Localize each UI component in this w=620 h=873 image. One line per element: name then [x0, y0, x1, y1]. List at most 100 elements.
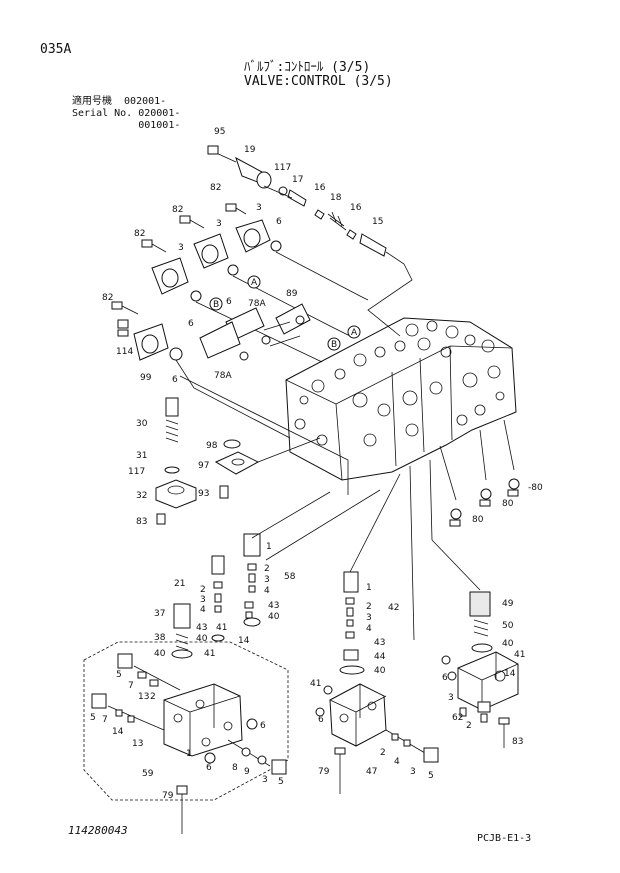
callout-38: 38	[154, 633, 166, 643]
callout-5: 5	[90, 713, 96, 723]
callout-4: 4	[394, 757, 400, 767]
callout-3: 3	[200, 595, 206, 605]
section-59-assembly	[83, 641, 289, 834]
callout-6: 6	[442, 673, 448, 683]
callout-6: 6	[276, 217, 282, 227]
callout-32: 32	[136, 491, 147, 501]
marker-a: A	[351, 328, 358, 338]
callout-41: 41	[204, 649, 215, 659]
callout-42: 42	[388, 603, 399, 613]
callout-83: 83	[512, 737, 523, 747]
callout-2: 2	[150, 692, 156, 702]
callout-99: 99	[140, 373, 152, 383]
callout-79: 79	[318, 767, 330, 777]
callout-41: 41	[216, 623, 227, 633]
callout-1: 1	[266, 542, 272, 552]
callout-44: 44	[374, 652, 386, 662]
callout-17: 17	[292, 175, 303, 185]
page-code: 035A	[40, 42, 72, 57]
callout-37: 37	[154, 609, 165, 619]
callout-95: 95	[214, 127, 225, 137]
callout-6: 6	[318, 715, 324, 725]
callout-13: 13	[132, 739, 143, 749]
section-62-assembly	[441, 651, 519, 748]
callout-47: 47	[366, 767, 377, 777]
spool-columns	[171, 459, 493, 675]
callout-3: 3	[448, 693, 454, 703]
callout-9: 9	[244, 767, 250, 777]
callout-21: 21	[174, 579, 185, 589]
right-port-plugs	[439, 419, 520, 527]
callout-1: 1	[366, 583, 372, 593]
drawing-number: 114280043	[68, 824, 128, 837]
callout-50: 50	[502, 621, 514, 631]
callout-4: 4	[264, 586, 270, 596]
callout-62: 62	[452, 713, 463, 723]
callout-4: 4	[366, 624, 372, 634]
callout-14: 14	[504, 669, 516, 679]
callout-78a: 78A	[214, 371, 232, 381]
callout-31: 31	[136, 451, 147, 461]
callout-5: 5	[116, 670, 122, 680]
callout-3: 3	[264, 575, 270, 585]
callout-2: 2	[264, 564, 270, 574]
callout-14: 14	[238, 636, 250, 646]
callout-80: -80	[528, 483, 543, 493]
callout-16: 16	[350, 203, 362, 213]
callout-79: 79	[162, 791, 174, 801]
callout-7: 7	[128, 681, 134, 691]
callout-6: 6	[260, 721, 266, 731]
callout-1: 1	[186, 749, 192, 759]
callout-18: 18	[330, 193, 342, 203]
callout-2: 2	[380, 748, 386, 758]
callout-41: 41	[514, 650, 525, 660]
callout-40: 40	[374, 666, 386, 676]
callout-6: 6	[172, 375, 178, 385]
marker-b: B	[331, 340, 337, 350]
callout-117: 117	[128, 467, 145, 477]
callout-40: 40	[502, 639, 514, 649]
callout-6: 6	[206, 763, 212, 773]
control-valve-body	[285, 317, 517, 481]
marker-a: A	[251, 278, 258, 288]
callout-40: 40	[268, 612, 280, 622]
callout-82: 82	[172, 205, 183, 215]
callout-3: 3	[366, 613, 372, 623]
title-japanese: ﾊﾞﾙﾌﾞ:ｺﾝﾄﾛｰﾙ (3/5)	[244, 60, 371, 75]
callout-3: 3	[256, 203, 262, 213]
callout-19: 19	[244, 145, 256, 155]
callout-93: 93	[198, 489, 209, 499]
callout-43: 43	[196, 623, 207, 633]
callout-2: 2	[466, 721, 472, 731]
section-47-assembly	[315, 683, 439, 794]
callout-82: 82	[134, 229, 145, 239]
serial-line-3: 001001-	[72, 120, 181, 131]
callout-114: 114	[116, 347, 133, 357]
callout-3: 3	[410, 767, 416, 777]
callout-6: 6	[226, 297, 232, 307]
callout-59: 59	[142, 769, 154, 779]
callout-2: 2	[366, 602, 372, 612]
callout-89: 89	[286, 289, 298, 299]
callout-3: 3	[262, 775, 268, 785]
callout-117: 117	[274, 163, 291, 173]
callout-6: 6	[188, 319, 194, 329]
callout-83: 83	[136, 517, 147, 527]
callout-5: 5	[428, 771, 434, 781]
marker-b: B	[213, 300, 219, 310]
callout-30: 30	[136, 419, 148, 429]
serial-line-2: Serial No. 020001-	[72, 108, 181, 119]
callout-78a: 78A	[248, 299, 266, 309]
serial-line-1: 適用号機 002001-	[72, 96, 167, 107]
callout-3: 3	[216, 219, 222, 229]
callout-40: 40	[196, 634, 208, 644]
callout-97: 97	[198, 461, 209, 471]
callout-8: 8	[232, 763, 238, 773]
callout-3: 3	[178, 243, 184, 253]
callout-7: 7	[102, 715, 108, 725]
callout-5: 5	[278, 777, 284, 787]
callout-14: 14	[112, 727, 124, 737]
callout-4: 4	[200, 605, 206, 615]
callout-80: 80	[502, 499, 514, 509]
